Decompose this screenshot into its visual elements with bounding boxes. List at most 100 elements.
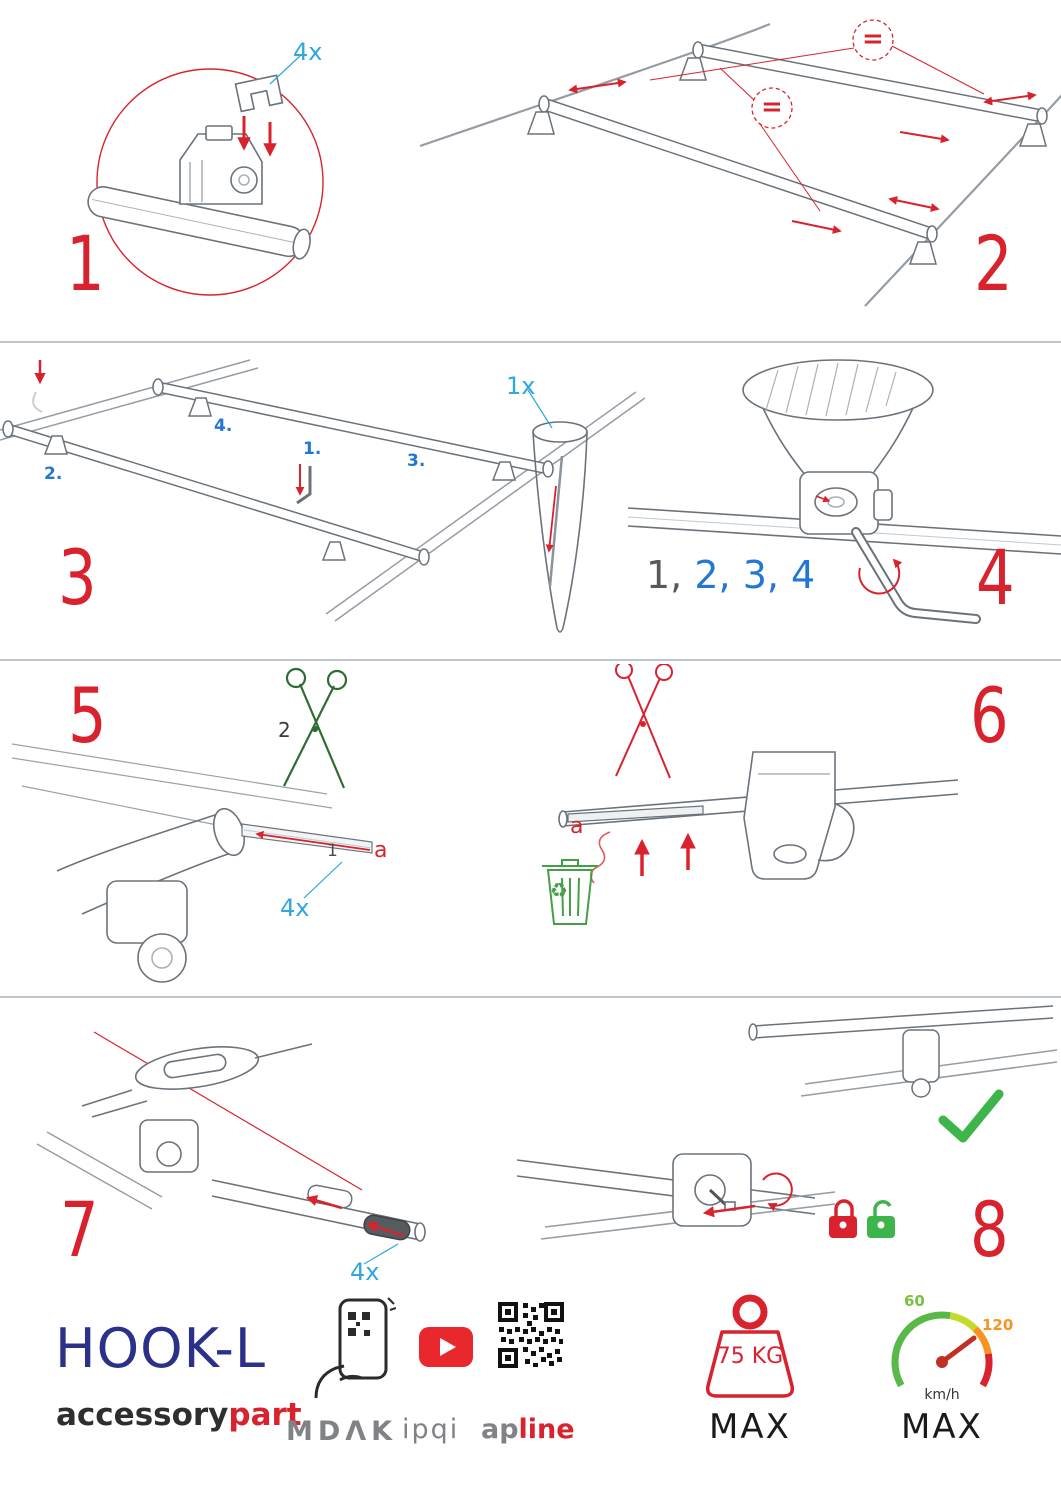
step-number-3: 3 [58, 533, 97, 622]
sequence-first: 1, [646, 553, 683, 597]
phone-scan-icon [314, 1297, 396, 1399]
end-cap-dark-drawing [363, 1214, 411, 1241]
cut-strap-curl [589, 831, 611, 884]
section-divider [0, 659, 1061, 661]
scissors-icon [283, 667, 348, 789]
logo-apline-prefix: ap [481, 1414, 519, 1445]
crossbar-drawing [87, 125, 311, 260]
scissors-icon [615, 664, 673, 779]
crossbars-drawing [2, 378, 554, 566]
padlock-closed-icon [829, 1199, 857, 1238]
slide-arrow [702, 1204, 756, 1218]
step-number-2: 2 [974, 219, 1013, 308]
logo-ipqi: ipqi [402, 1414, 460, 1445]
brand-logo: accessorypart [56, 1400, 302, 1431]
boot-top-drawing [742, 359, 934, 477]
product-name: HOOK-L [55, 1317, 266, 1380]
turn-key-arrow [762, 1172, 793, 1212]
quantity-label-step7: 4x [350, 1258, 380, 1286]
equal-symbol: = [761, 92, 783, 122]
equal-symbol: = [862, 24, 884, 54]
strap-a-label: a [570, 814, 584, 839]
logo-mdak: MDΛK [286, 1416, 398, 1447]
trash-bin-icon [542, 859, 598, 925]
clamp-closeup-drawing [516, 1153, 836, 1240]
step4-illustration [628, 359, 1061, 624]
step5-illustration [12, 667, 373, 983]
crossbars-drawing [526, 41, 1048, 265]
step-number-7: 7 [60, 1185, 99, 1274]
count-leader-line [527, 389, 553, 429]
substep-1-label: 1. [303, 439, 322, 459]
count-leader-line [363, 1243, 399, 1265]
quantity-label-step5: 4x [280, 894, 310, 922]
speedometer-icon [891, 1311, 993, 1388]
tighten-sequence: 1, 2, 3, 4 [646, 556, 815, 594]
equal-circle [751, 87, 793, 129]
insert-arrows [305, 1195, 405, 1238]
youtube-icon [419, 1327, 473, 1367]
equal-connector-lines [649, 45, 985, 212]
speed-low-label: 60 [904, 1292, 925, 1310]
cut-step-label: 2 [278, 718, 291, 742]
weight-max-label: MAX [709, 1407, 791, 1447]
turn-arrow [858, 558, 903, 595]
weight-limit-icon [705, 1294, 795, 1398]
equal-circle [852, 19, 894, 61]
section-divider [0, 996, 1061, 998]
step-number-8: 8 [970, 1185, 1009, 1274]
bracket-part-drawing [234, 74, 284, 113]
push-up-arrows [634, 832, 696, 876]
logo-apline-suffix: line [518, 1414, 575, 1445]
speedometer-needle [939, 1335, 977, 1365]
roof-rail [420, 22, 771, 148]
speed-high-label: 120 [982, 1316, 1014, 1334]
phone-qr-pattern [348, 1312, 370, 1336]
guide-line [93, 1031, 363, 1191]
count-leader-line [303, 861, 343, 899]
insert-arrows [237, 116, 277, 157]
clamp-drawing [139, 1119, 199, 1173]
bar-opening-drawing [81, 1043, 313, 1118]
boot-arrow [545, 485, 557, 553]
step-number-4: 4 [976, 533, 1015, 622]
checkmark-icon [938, 1089, 1004, 1143]
mounting-boot-drawing [532, 421, 588, 633]
strap-a-label: a [374, 838, 388, 863]
step-number-6: 6 [970, 671, 1009, 760]
roof-rail [864, 94, 1061, 307]
hex-key-drawing [851, 527, 981, 624]
pull-arrow [255, 830, 371, 851]
quantity-label-step3: 1x [506, 372, 536, 400]
padlock-open-icon [867, 1200, 895, 1238]
speed-unit-label: km/h [924, 1387, 960, 1403]
substep-4-label: 4. [214, 416, 233, 436]
step7-illustration [36, 1031, 426, 1265]
clamp-arrow [815, 495, 831, 503]
bar-end-drawing [56, 807, 246, 915]
count-leader-line [269, 55, 301, 85]
quantity-label-step1: 4x [293, 38, 323, 66]
substep-3-label: 3. [407, 451, 426, 471]
brand-prefix: accessory [56, 1397, 229, 1433]
magnifier-circle [96, 68, 324, 296]
hand-outline [314, 1364, 345, 1399]
step1-illustration [87, 55, 324, 296]
step3-illustration [0, 359, 645, 633]
rail-lines [36, 1131, 163, 1210]
step6-illustration [542, 664, 959, 925]
step2-illustration [420, 19, 1061, 307]
section-divider [0, 341, 1061, 343]
qr-code [498, 1302, 564, 1368]
measure-arrows [568, 78, 1037, 234]
roof-lines [12, 743, 333, 827]
sequence-rest: 2, 3, 4 [694, 553, 816, 597]
recycle-icon: ♻ [550, 878, 568, 902]
start-arrow [32, 360, 46, 413]
allen-key-drawing [295, 464, 312, 505]
strap-drawing [241, 823, 373, 854]
clamp-drawing [799, 471, 893, 535]
play-triangle [440, 1338, 456, 1356]
brand-suffix: part [228, 1397, 302, 1433]
